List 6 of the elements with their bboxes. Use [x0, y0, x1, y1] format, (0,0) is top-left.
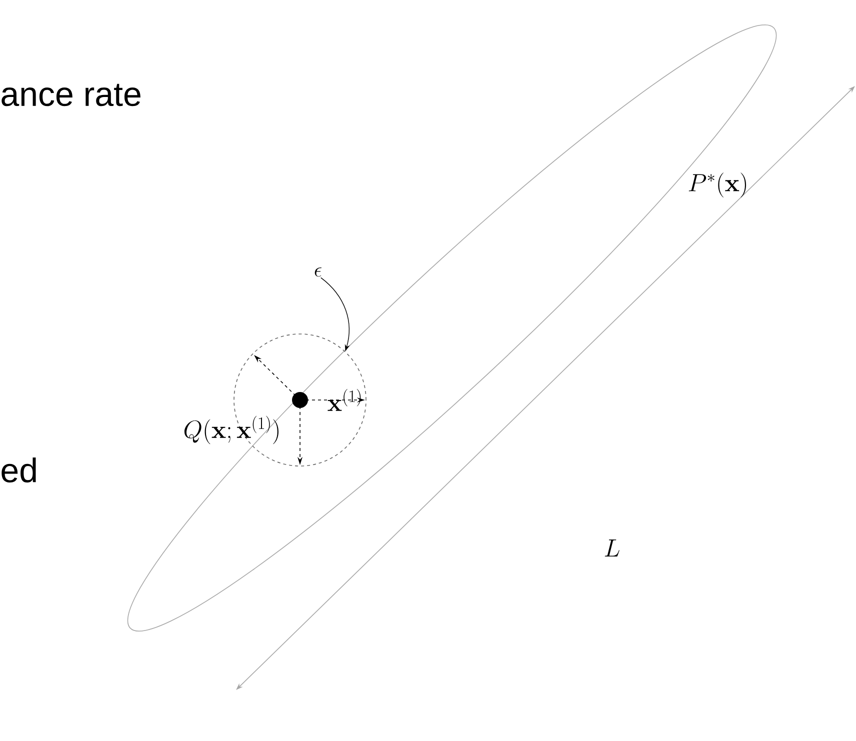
- math-label: $P^*(\mathbf{x})$: [688, 172, 746, 198]
- math-label: $L$: [604, 540, 620, 556]
- math-label: $Q(\mathbf{x};\mathbf{x}^{(1)})$: [184, 416, 278, 444]
- slide-text: ed: [2, 458, 36, 482]
- slide-text: ance rate: [2, 84, 140, 106]
- math-label: $\epsilon$: [314, 268, 322, 277]
